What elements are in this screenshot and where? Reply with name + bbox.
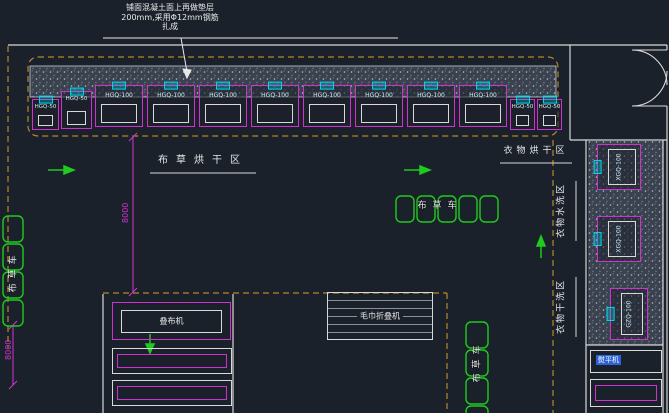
dryer-body — [67, 111, 86, 125]
ironing-machine-box: 熨平机 — [590, 350, 662, 373]
dryer-label: HGQ-50 — [62, 96, 91, 102]
machine-label: GZQ-100 — [626, 284, 633, 344]
towel-folding-machine-text: 毛巾折叠机 — [357, 311, 403, 322]
folding-machine-label: 叠布机 — [113, 316, 230, 327]
towel-folding-machine: 毛巾折叠机 — [327, 292, 433, 340]
linen-cart — [3, 300, 23, 326]
dry-clean-unit: GZQ-100 — [610, 288, 648, 340]
ironer-table-body — [117, 354, 227, 368]
note-line-2: 200mm,采用Φ12mm钢筋 — [90, 13, 250, 23]
cart-group-label: 布草车 — [9, 241, 20, 301]
vent-icon — [39, 96, 53, 104]
vent-icon — [476, 82, 490, 90]
dryer-unit: HGQ-100 — [303, 85, 351, 127]
dryer-body — [413, 104, 449, 123]
dryer-body — [205, 104, 241, 123]
cart-group-label: 布草车 — [410, 201, 470, 212]
dryer-body — [257, 104, 293, 123]
linen-cart — [466, 406, 488, 413]
dryer-body — [38, 115, 53, 126]
washer-unit: XGQ-100 — [597, 216, 641, 262]
dryer-unit: HGQ-100 — [251, 85, 299, 127]
vent-icon — [216, 82, 230, 90]
dryer-body — [309, 104, 345, 123]
dimension-text: 8000 — [4, 325, 14, 375]
zone-label-washing: 衣物水洗区 — [557, 175, 568, 245]
vent-icon — [268, 82, 282, 90]
ironer-table — [112, 380, 232, 406]
dryer-label: HGQ-100 — [356, 92, 402, 99]
construction-note: 铺面混凝土面上再做垫层 200mm,采用Φ12mm钢筋 扎成 — [90, 3, 250, 32]
note-line-3: 扎成 — [90, 22, 250, 32]
valve-icon — [594, 232, 602, 246]
linen-cart — [3, 216, 23, 242]
zone-label-dry-cleaning: 衣物干洗区 — [557, 271, 568, 341]
valve-icon — [607, 307, 615, 321]
dryer-body — [543, 115, 556, 126]
washer-label: XGQ-100 — [616, 209, 623, 269]
dryer-body — [516, 115, 529, 126]
vent-icon — [516, 96, 530, 104]
cart-group-label: 布草车 — [473, 331, 484, 391]
dryer-unit: HGQ-100 — [95, 85, 143, 127]
equipment-box — [590, 379, 662, 407]
dryer-label: HGQ-50 — [538, 104, 561, 110]
vent-icon — [70, 88, 84, 96]
vent-icon — [320, 82, 334, 90]
dryer-body — [153, 104, 189, 123]
ironing-machine-label: 熨平机 — [596, 355, 621, 365]
dimension-text: 8000 — [121, 188, 131, 238]
dryer-body — [101, 104, 137, 123]
dryer-label: HGQ-100 — [408, 92, 454, 99]
dryer-label: HGQ-50 — [511, 104, 534, 110]
dryer-unit: HGQ-100 — [147, 85, 195, 127]
equipment-box-body — [595, 385, 657, 401]
valve-icon — [594, 160, 602, 174]
door-swing-icon — [632, 50, 667, 106]
dryer-unit: HGQ-100 — [459, 85, 507, 127]
dryer-body — [465, 104, 501, 123]
folding-machine: 叠布机 — [112, 302, 231, 340]
dryer-label: HGQ-100 — [252, 92, 298, 99]
dryer-unit: HGQ-100 — [199, 85, 247, 127]
dryer-body — [361, 104, 397, 123]
dryer-label: HGQ-100 — [148, 92, 194, 99]
zone-label-clothes-drying: 衣物烘干区 — [500, 146, 572, 157]
dryer-label: HGQ-100 — [460, 92, 506, 99]
towel-folding-machine-label: 毛巾折叠机 — [328, 311, 432, 322]
dryer-unit: HGQ-50 — [32, 99, 59, 130]
dryer-unit: HGQ-100 — [407, 85, 455, 127]
ironer-table — [112, 348, 232, 374]
vent-icon — [372, 82, 386, 90]
dryer-unit: HGQ-50 — [61, 91, 92, 129]
vent-icon — [543, 96, 557, 104]
washer-unit: XGQ-100 — [597, 144, 641, 190]
dryer-label: HGQ-50 — [33, 104, 58, 110]
zone-label-linen-drying: 布草烘干区 — [150, 155, 256, 167]
dryer-label: HGQ-100 — [96, 92, 142, 99]
dryer-label: HGQ-100 — [200, 92, 246, 99]
vent-icon — [424, 82, 438, 90]
note-line-1: 铺面混凝土面上再做垫层 — [90, 3, 250, 13]
linen-cart — [480, 196, 498, 222]
washer-label: XGQ-100 — [616, 137, 623, 197]
dryer-label: HGQ-100 — [304, 92, 350, 99]
ironer-table-body — [117, 386, 227, 400]
vent-icon — [164, 82, 178, 90]
vent-icon — [112, 82, 126, 90]
dryer-unit: HGQ-50 — [510, 99, 535, 130]
dryer-unit: HGQ-100 — [355, 85, 403, 127]
dryer-unit: HGQ-50 — [537, 99, 562, 130]
